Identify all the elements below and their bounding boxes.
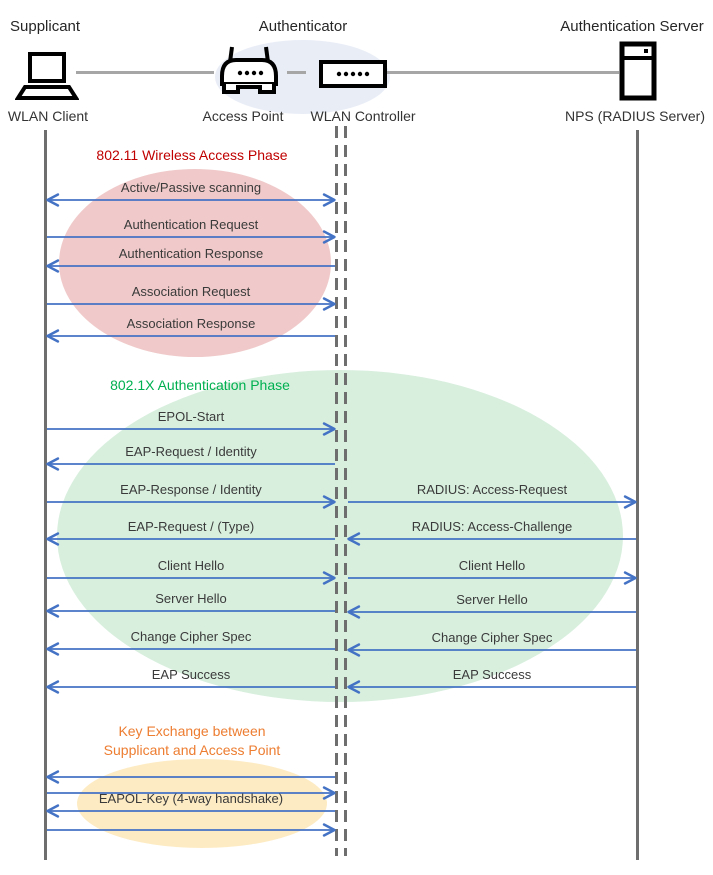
message-arrow-right <box>47 823 336 837</box>
device-label-access-point: Access Point <box>202 108 284 124</box>
message-arrow-both <box>46 193 336 207</box>
message-arrow-left <box>46 604 335 618</box>
role-authenticator: Authenticator <box>258 18 348 35</box>
message-label: Client Hello <box>157 558 225 573</box>
phase1-title: 802.11 Wireless Access Phase <box>96 147 288 163</box>
message-arrow-left <box>347 532 636 546</box>
role-authentication-server: Authentication Server <box>560 18 704 35</box>
message-label: EAP-Request / Identity <box>125 444 257 459</box>
message-arrow-left <box>46 770 335 784</box>
access-point-icon <box>220 46 278 94</box>
message-label: RADIUS: Access-Challenge <box>411 519 573 534</box>
message-arrow-left <box>46 259 335 273</box>
message-arrow-left <box>347 680 636 694</box>
wlan-controller-icon <box>319 60 387 88</box>
message-label: Client Hello <box>458 558 526 573</box>
lifeline-tunnel-right <box>344 126 347 856</box>
message-label: EAP-Request / (Type) <box>127 519 255 534</box>
device-label-nps-radius-server: NPS (RADIUS Server) <box>564 108 706 124</box>
message-arrow-left <box>46 642 335 656</box>
message-label: EPOL-Start <box>157 409 225 424</box>
message-label: Authentication Request <box>123 217 259 232</box>
message-label: EAP-Response / Identity <box>120 482 262 497</box>
message-arrow-right <box>47 297 336 311</box>
message-label: EAP Success <box>151 667 231 682</box>
message-arrow-left <box>46 804 335 818</box>
message-label: Change Cipher Spec <box>130 629 252 644</box>
device-label-wlan-client: WLAN Client <box>7 108 89 124</box>
message-arrow-right <box>47 495 336 509</box>
message-arrow-right <box>348 571 637 585</box>
message-label: Association Request <box>131 284 251 299</box>
message-arrow-left <box>46 457 335 471</box>
server-icon <box>619 41 657 101</box>
laptop-icon <box>15 52 79 100</box>
message-label: RADIUS: Access-Request <box>416 482 568 497</box>
message-arrow-left <box>46 532 335 546</box>
phase2-ellipse <box>57 370 623 702</box>
role-supplicant: Supplicant <box>10 18 81 35</box>
connector-controller-server <box>387 71 619 74</box>
message-label: Server Hello <box>155 591 227 606</box>
lifeline-wlan-client <box>44 130 47 860</box>
message-label: Server Hello <box>456 592 528 607</box>
message-arrow-left <box>347 605 636 619</box>
message-arrow-right <box>47 230 336 244</box>
message-label: EAPOL-Key (4-way handshake) <box>98 791 284 806</box>
message-arrow-right <box>47 571 336 585</box>
message-label: Active/Passive scanning <box>120 180 262 195</box>
message-label: EAP Success <box>452 667 532 682</box>
message-arrow-left <box>46 329 335 343</box>
message-arrow-right <box>348 495 637 509</box>
connector-client-ap <box>76 71 214 74</box>
message-label: Change Cipher Spec <box>431 630 553 645</box>
lifeline-nps-server <box>636 130 639 860</box>
message-arrow-left <box>46 680 335 694</box>
message-arrow-left <box>347 643 636 657</box>
phase3-title: Key Exchange between Supplicant and Acce… <box>103 723 281 758</box>
phase3-ellipse <box>77 759 327 848</box>
message-arrow-right <box>47 786 336 800</box>
message-label: Authentication Response <box>118 246 264 261</box>
connector-ap-controller <box>287 71 306 74</box>
phase2-title: 802.1X Authentication Phase <box>110 377 290 393</box>
message-label: Association Response <box>126 316 256 331</box>
message-arrow-right <box>47 422 336 436</box>
lifeline-tunnel-left <box>335 126 338 856</box>
device-label-wlan-controller: WLAN Controller <box>310 108 416 124</box>
